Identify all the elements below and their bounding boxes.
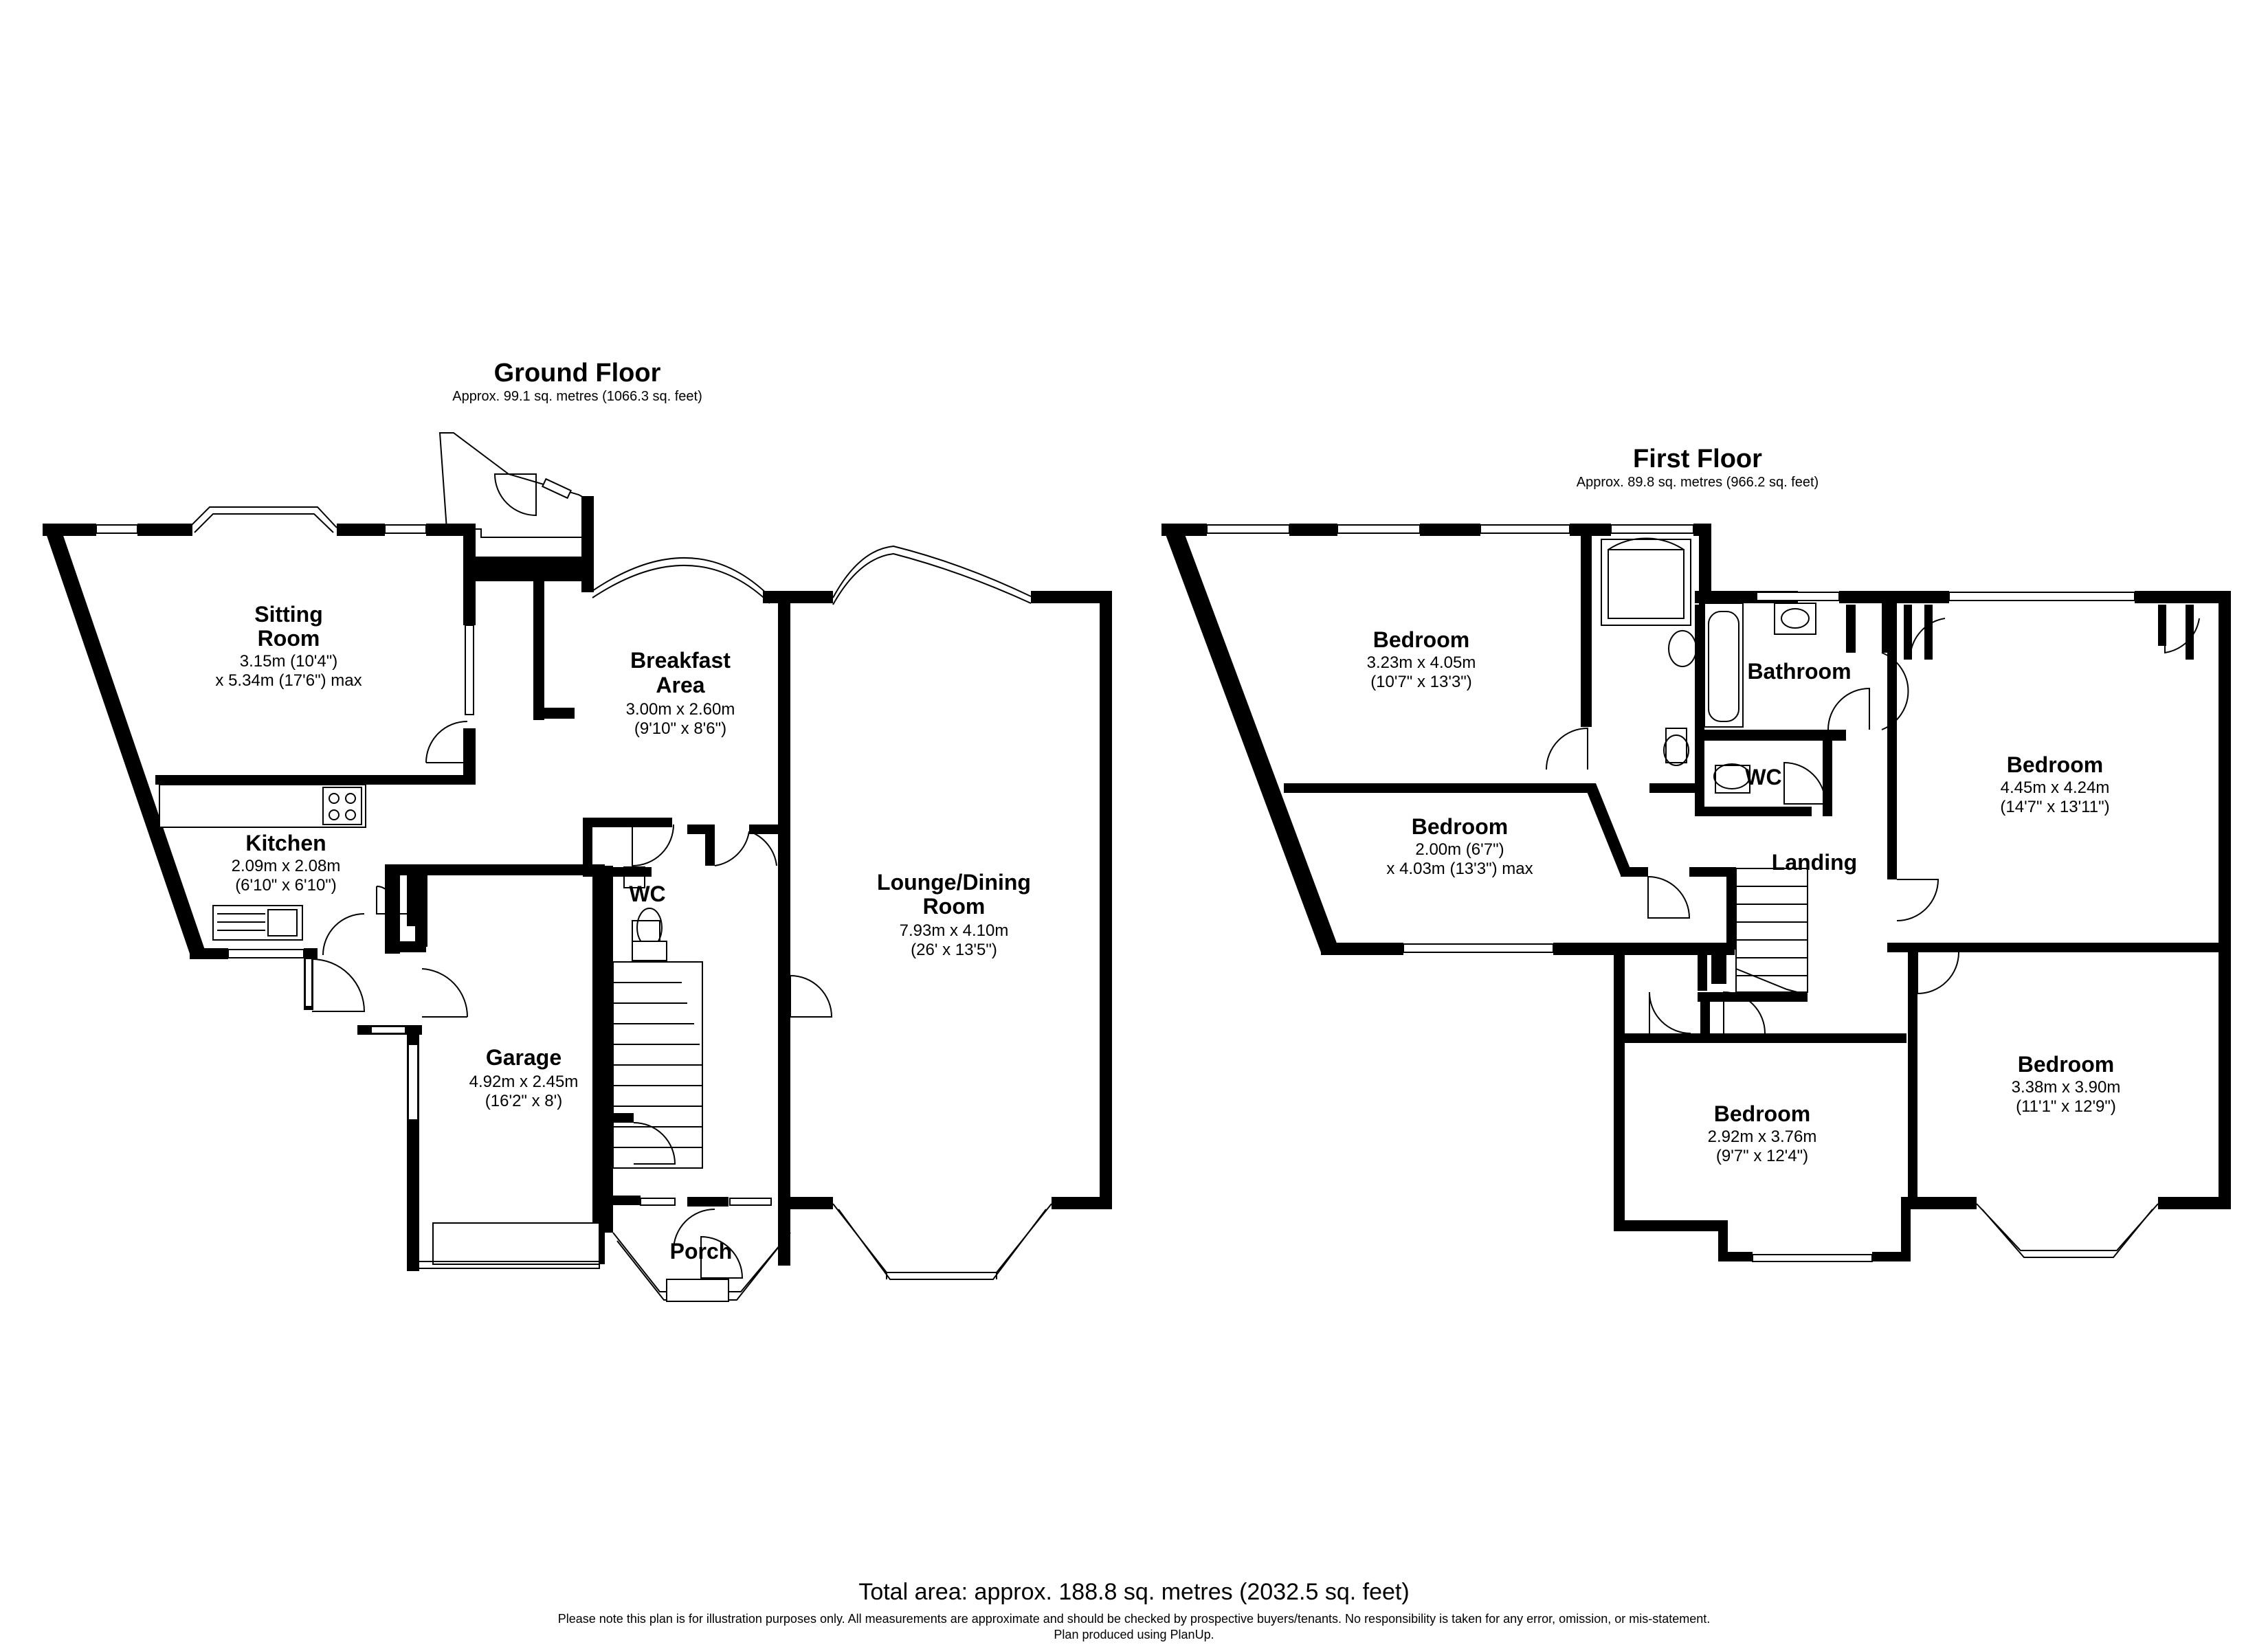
bedroom-2-dim-2: x 4.03m (13'3") max — [1386, 860, 1533, 878]
bedroom-3-dim-1: 4.45m x 4.24m — [2001, 778, 2110, 797]
bathroom-name: Bathroom — [1747, 659, 1851, 684]
landing-name: Landing — [1772, 850, 1857, 875]
garage-dim-1: 4.92m x 2.45m — [469, 1073, 579, 1091]
bedroom-1-name: Bedroom — [1373, 627, 1469, 652]
porch-name: Porch — [670, 1239, 733, 1264]
first-floor-area: Approx. 89.8 sq. metres (966.2 sq. feet) — [1577, 475, 1819, 490]
breakfast-area-name-1: Breakfast — [630, 648, 731, 673]
disclaimer: Please note this plan is for illustratio… — [558, 1612, 1711, 1626]
bedroom-5-name: Bedroom — [2018, 1052, 2114, 1077]
kitchen-name: Kitchen — [245, 831, 326, 855]
breakfast-area-dim-1: 3.00m x 2.60m — [626, 700, 735, 719]
sitting-room-name-2: Room — [258, 626, 320, 651]
first-floor-plan — [1161, 524, 2231, 1262]
sitting-room-name-1: Sitting — [254, 602, 323, 627]
bedroom-5-dim-2: (11'1" x 12'9") — [2016, 1097, 2116, 1116]
lounge-dim-2: (26' x 13'5") — [911, 941, 997, 959]
garage-name: Garage — [486, 1045, 562, 1070]
bedroom-4-name: Bedroom — [1714, 1101, 1810, 1126]
sitting-room-dim-1: 3.15m (10'4") — [240, 652, 338, 671]
lounge-dim-1: 7.93m x 4.10m — [900, 921, 1009, 940]
ground-floor-area: Approx. 99.1 sq. metres (1066.3 sq. feet… — [452, 389, 702, 404]
bedroom-5-dim-1: 3.38m x 3.90m — [2012, 1078, 2121, 1097]
bedroom-1-dim-1: 3.23m x 4.05m — [1367, 653, 1476, 672]
bedroom-4-dim-1: 2.92m x 3.76m — [1708, 1128, 1817, 1146]
bedroom-2-dim-1: 2.00m (6'7") — [1415, 840, 1504, 859]
first-wc-name: WC — [1745, 765, 1781, 789]
sitting-room-dim-2: x 5.34m (17'6") max — [215, 671, 362, 690]
bedroom-4-dim-2: (9'7" x 12'4") — [1716, 1147, 1808, 1165]
breakfast-area-dim-2: (9'10" x 8'6") — [634, 719, 726, 738]
ground-floor-title: Ground Floor — [494, 359, 661, 388]
total-area: Total area: approx. 188.8 sq. metres (20… — [858, 1579, 1409, 1605]
garage-dim-2: (16'2" x 8') — [485, 1092, 562, 1110]
kitchen-dim-1: 2.09m x 2.08m — [232, 857, 341, 875]
lounge-name-1: Lounge/Dining — [877, 870, 1031, 895]
ground-wc-name: WC — [629, 882, 665, 906]
credit: Plan produced using PlanUp. — [1054, 1628, 1214, 1641]
bedroom-2-name: Bedroom — [1412, 814, 1508, 839]
sitting-room-outer-wall — [43, 524, 206, 954]
breakfast-area-name-2: Area — [656, 673, 704, 697]
lounge-name-2: Room — [923, 894, 986, 919]
first-floor-title: First Floor — [1633, 445, 1762, 473]
ground-floor-plan — [43, 432, 1112, 1302]
kitchen-dim-2: (6'10" x 6'10") — [235, 876, 337, 895]
bedroom-3-dim-2: (14'7" x 13'11") — [2000, 798, 2109, 816]
bedroom-3-name: Bedroom — [2007, 752, 2103, 777]
bedroom-1-dim-2: (10'7" x 13'3") — [1370, 673, 1472, 691]
